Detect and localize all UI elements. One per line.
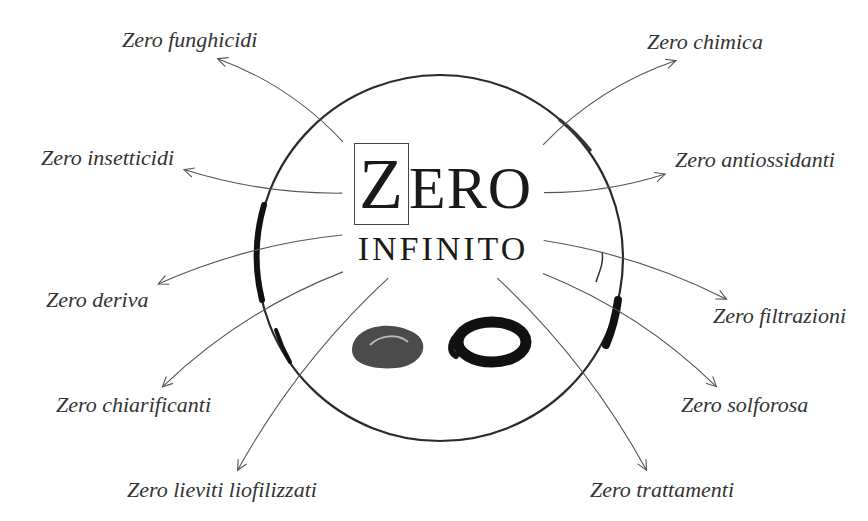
arrow-line [544,241,727,300]
claim-label: Zero chimica [643,27,767,57]
logo-circle: ZERO INFINITO [348,143,538,273]
arrow-head [715,290,726,299]
claim-text: Zero trattamenti [590,477,734,503]
claim-label: Zero filtrazioni [709,301,850,331]
arrow-head [654,173,665,182]
arrow-connector [158,235,342,284]
arrow-connector [544,241,727,300]
infinity-ink-tail [451,332,460,356]
logo-word: ZERO [354,147,532,223]
claim-label: Zero solforosa [677,390,812,420]
arrow-connector [218,58,343,142]
claim-text: Zero solforosa [681,392,808,418]
arrow-line [162,272,342,387]
arrow-head [638,459,647,470]
claim-text: Zero insetticidi [41,145,174,171]
arrow-connector [543,274,716,387]
infinity-ink-left [352,326,423,369]
claim-text: Zero antiossidanti [675,147,835,173]
arrow-line [158,235,342,284]
signature-mark [596,252,603,282]
arrow-line [238,278,389,470]
claim-label: Zero antiossidanti [671,145,839,175]
arrow-connector [184,168,342,193]
arrow-line [218,59,343,142]
infinity-ink-right [458,322,526,362]
ink-ring [257,75,623,441]
arrow-head [158,276,169,285]
arrow-line [184,170,342,194]
claim-label: Zero trattamenti [586,475,738,505]
claim-text: Zero chimica [647,29,763,55]
claim-text: Zero funghicidi [122,27,257,53]
arrow-head [238,459,247,470]
arrow-line [543,61,676,145]
arrow-line [543,274,716,387]
arrow-connector [162,272,342,387]
ink-stroke [276,330,290,362]
arrow-head [665,59,676,68]
arrow-line [497,278,646,470]
claim-label: Zero chiarificanti [52,390,215,420]
claim-label: Zero deriva [42,285,152,315]
arrow-head [706,376,716,386]
logo-subword: INFINITO [354,229,532,270]
claim-text: Zero lieviti liofilizzati [127,477,317,503]
arrow-connector [544,173,665,193]
infinity-ink-texture [370,336,408,345]
ink-stroke [257,205,264,300]
claim-label: Zero funghicidi [118,25,261,55]
claim-label: Zero lieviti liofilizzati [123,475,321,505]
arrow-connector [497,278,646,470]
arrow-connector [238,278,389,470]
claim-text: Zero filtrazioni [713,303,846,329]
claim-text: Zero chiarificanti [56,392,211,418]
arrow-head [184,168,195,177]
arrow-head [162,376,172,386]
arrow-line [544,174,665,193]
arrow-connector [543,59,676,145]
claim-label: Zero insetticidi [37,143,178,173]
arrow-head [218,58,229,67]
claim-text: Zero deriva [46,287,148,313]
